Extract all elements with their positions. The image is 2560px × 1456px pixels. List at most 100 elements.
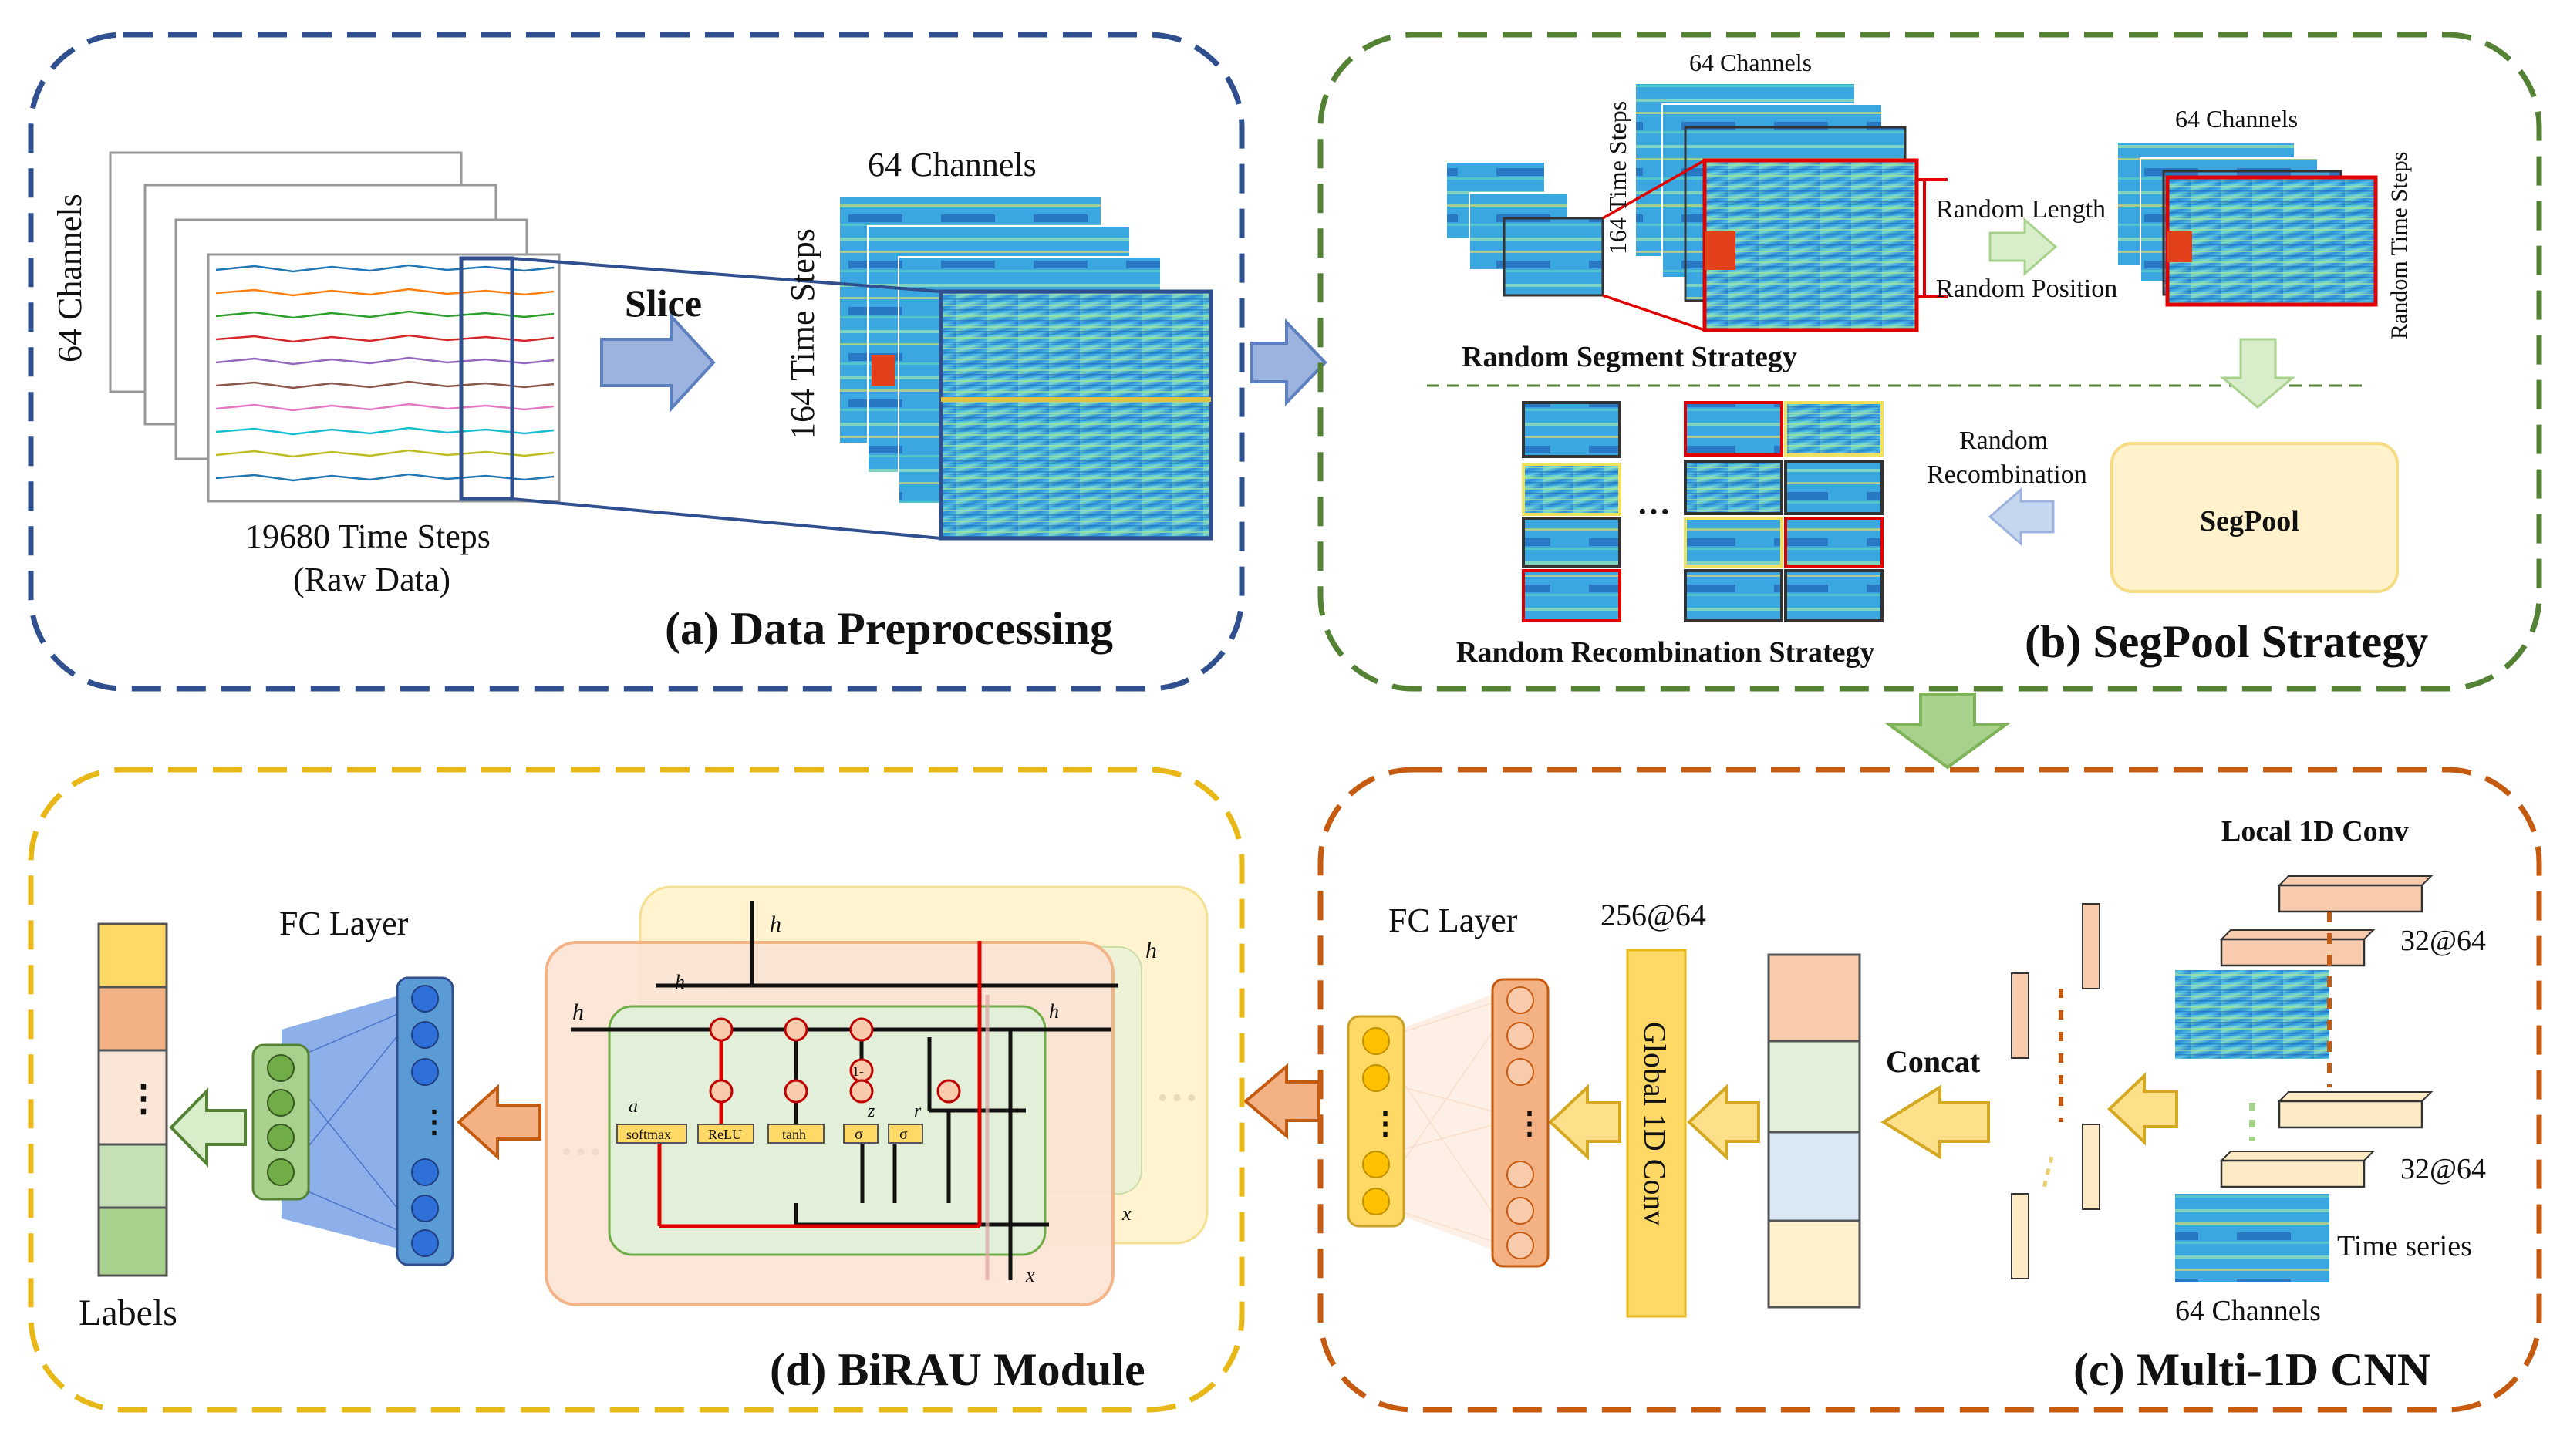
- feature-col-4: [2011, 1193, 2029, 1279]
- dim-top-label: 32@64: [2400, 925, 2486, 957]
- gate-relu-label: ReLU: [708, 1127, 742, 1142]
- global-conv-bar: [1626, 949, 1687, 1318]
- arrow-c-to-d: [1243, 1063, 1320, 1140]
- recombination-label: Recombination: [1927, 460, 2087, 489]
- arrow-input-to-conv: [2107, 1072, 2178, 1146]
- arrow-to-global: [1687, 1084, 1760, 1161]
- var-zt: z: [867, 1101, 875, 1121]
- rau-cell-core: [608, 1005, 1047, 1256]
- fc-small-nodes: [1362, 1027, 1390, 1215]
- gate-softmax: [616, 1124, 687, 1144]
- gate-sigma-1-label: σ: [855, 1126, 863, 1143]
- segment-arrow: [1988, 217, 2058, 277]
- var-one-minus: 1-: [852, 1063, 864, 1079]
- conv-bar-4: [2220, 1159, 2366, 1188]
- slice-guide-bottom: [511, 497, 942, 540]
- random-position-label: Random Position: [1936, 275, 2117, 303]
- fc-small-dots: ⋮: [1370, 1106, 1401, 1141]
- raw-data-label: (Raw Data): [293, 561, 450, 598]
- local-conv-label: Local 1D Conv: [2221, 815, 2409, 848]
- gate-sigma-2-label: σ: [899, 1126, 908, 1143]
- channels-top-label: 64 Channels: [1689, 49, 1812, 76]
- rau-ops: [709, 1017, 961, 1104]
- time-series-heatmap: [2175, 1194, 2329, 1282]
- fc-large-layer: [1491, 978, 1550, 1268]
- var-ht-top: h: [770, 912, 781, 937]
- panel-c-title: (c) Multi-1D CNN: [2073, 1344, 2430, 1395]
- fc-green-nodes: [267, 1054, 295, 1186]
- segpool-label: SegPool: [2200, 505, 2299, 538]
- op-times-3: [784, 1079, 808, 1104]
- down-arrow-segpool: [2219, 338, 2296, 409]
- fc-large-dots: ⋮: [1514, 1106, 1545, 1141]
- gate-sigma-2: [888, 1124, 923, 1144]
- label-block-2: [97, 986, 168, 1052]
- op-times-4: [849, 1079, 874, 1104]
- raw-steps-label: 19680 Time Steps: [245, 517, 491, 555]
- arrow-a-to-b: [1250, 318, 1327, 406]
- random-time-steps-label: Random Time Steps: [2386, 152, 2412, 339]
- segment-strategy-label: Random Segment Strategy: [1462, 341, 1797, 373]
- img-channels-label: 64 Channels: [868, 146, 1037, 184]
- arrow-to-labels: [169, 1087, 247, 1168]
- fc-layer-label-c: FC Layer: [1388, 902, 1518, 939]
- conv-bar-2: [2220, 938, 2366, 967]
- var-htm1-inner: h: [1049, 1000, 1059, 1023]
- raw-data-stack: [109, 151, 561, 503]
- feature-col-1: [2011, 972, 2029, 1059]
- heatmap-stack: [838, 196, 1213, 541]
- conv-bar-3: [2278, 1100, 2423, 1129]
- gate-relu: [697, 1124, 754, 1144]
- slice-label: Slice: [625, 281, 702, 325]
- global-conv-label: Global 1D Conv: [1638, 1022, 1672, 1225]
- concat-block-2: [1767, 1040, 1861, 1134]
- var-xt-back: x: [1121, 1202, 1132, 1225]
- concat-block-4: [1767, 1219, 1861, 1309]
- panel-a-title: (a) Data Preprocessing: [665, 603, 1113, 654]
- img-steps-label: 164 Time Steps: [784, 228, 821, 440]
- panel-a-border: [28, 32, 1245, 692]
- label-block-4: [97, 1143, 168, 1209]
- var-xt-front: x: [1025, 1264, 1035, 1286]
- arrow-b-to-c: [1884, 693, 2011, 770]
- dim-global-label: 256@64: [1600, 898, 1706, 932]
- panel-b-title: (b) SegPool Strategy: [2025, 616, 2428, 667]
- arrow-birau-to-fc: [457, 1084, 541, 1161]
- feature-col-3: [2082, 1124, 2100, 1210]
- gate-tanh: [767, 1124, 825, 1144]
- channels-label: 64 Channels: [2175, 1295, 2321, 1327]
- feature-col-2: [2082, 903, 2100, 989]
- rau-gates: [616, 1124, 923, 1144]
- raw-channels-label: 64 Channels: [51, 194, 89, 362]
- label-block-5: [97, 1206, 168, 1277]
- fc-small-layer: [1347, 1015, 1405, 1228]
- slice-window: [459, 256, 514, 501]
- slice-guide-top: [511, 257, 942, 293]
- arrow-concat: [1880, 1084, 1990, 1160]
- concat-label: Concat: [1886, 1044, 1981, 1079]
- fc-blue-dots: ⋮: [419, 1104, 450, 1139]
- fc-blue-nodes: [411, 985, 439, 1257]
- eeg-traces: [215, 264, 555, 482]
- channels-right-label: 64 Channels: [2175, 105, 2298, 133]
- panel-d-title: (d) BiRAU Module: [770, 1344, 1145, 1395]
- time-steps-small-label: 164 Time Steps: [1604, 101, 1631, 254]
- gate-softmax-label: softmax: [626, 1127, 671, 1142]
- gate-sigma-1: [843, 1124, 879, 1144]
- random-length-label: Random Length: [1936, 195, 2106, 224]
- op-times-1: [849, 1017, 874, 1042]
- panel-b-border: [1317, 32, 2542, 692]
- conv-bar-1: [2278, 884, 2423, 913]
- time-series-label: Time series: [2337, 1230, 2472, 1262]
- var-at: a: [629, 1097, 638, 1117]
- op-times-2: [709, 1079, 734, 1104]
- panel-d-border: [28, 767, 1245, 1413]
- var-rt: r: [914, 1101, 922, 1121]
- arrow-to-fc: [1548, 1084, 1621, 1161]
- recombination-arrow: [1988, 487, 2055, 547]
- fc-green-layer: [251, 1043, 310, 1201]
- panel-d-birau-module: ⋮ Labels ⋮ FC Layer ··· ···: [28, 767, 1245, 1413]
- labels-label: Labels: [79, 1293, 177, 1333]
- fc-blue-layer: [396, 976, 454, 1266]
